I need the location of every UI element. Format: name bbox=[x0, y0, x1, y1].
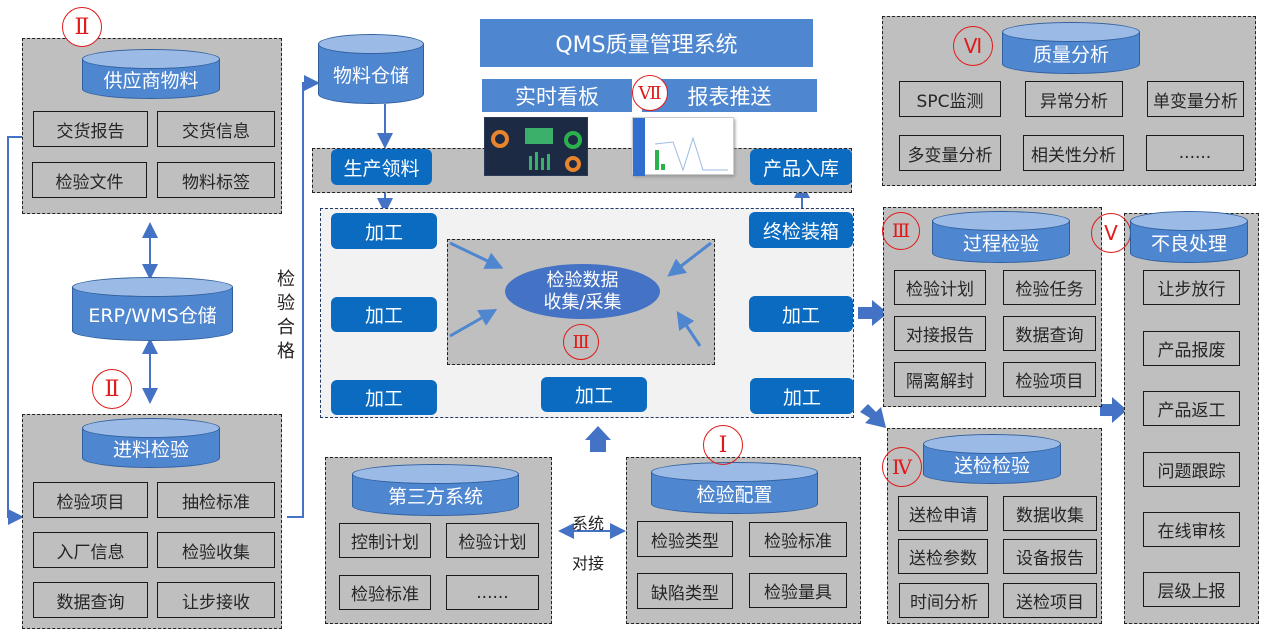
process-insp-item[interactable]: 对接报告 bbox=[894, 316, 986, 351]
badge-ii-supplier: Ⅱ bbox=[62, 7, 102, 47]
defect-label: 不良处理 bbox=[1150, 232, 1227, 255]
analysis-item[interactable]: 相关性分析 bbox=[1023, 135, 1124, 171]
report-thumbnail bbox=[632, 117, 734, 176]
warehouse-label: 物料仓储 bbox=[332, 64, 409, 87]
third-party-item[interactable]: 检验标准 bbox=[339, 575, 431, 610]
badge-iii-center: Ⅲ bbox=[563, 324, 599, 360]
badge-i: Ⅰ bbox=[703, 425, 743, 465]
incoming-item[interactable]: 让步接收 bbox=[157, 582, 275, 618]
realtime-board-tab[interactable]: 实时看板 bbox=[482, 79, 632, 112]
warehouse-db: 物料仓储 bbox=[318, 34, 424, 104]
process-insp-db: 过程检验 bbox=[932, 211, 1070, 263]
supplier-item[interactable]: 交货报告 bbox=[33, 111, 148, 147]
erp-db: ERP/WMS仓储 bbox=[72, 277, 233, 341]
send-insp-db: 送检检验 bbox=[923, 434, 1061, 484]
send-insp-item[interactable]: 送检参数 bbox=[898, 539, 988, 574]
third-party-label: 第三方系统 bbox=[387, 485, 483, 508]
analysis-item[interactable]: 多变量分析 bbox=[899, 135, 1001, 171]
badge-vii: Ⅶ bbox=[632, 75, 668, 111]
incoming-item[interactable]: 检验收集 bbox=[157, 532, 275, 568]
process-step-2: 加工 bbox=[331, 297, 437, 332]
process-insp-item[interactable]: 隔离解封 bbox=[894, 362, 986, 397]
config-label: 检验配置 bbox=[696, 483, 773, 506]
process-insp-item[interactable]: 检验项目 bbox=[1003, 362, 1096, 397]
third-party-item[interactable]: 检验计划 bbox=[446, 523, 539, 558]
incoming-item[interactable]: 数据查询 bbox=[33, 582, 148, 618]
badge-iv: Ⅳ bbox=[882, 447, 922, 487]
send-insp-item[interactable]: 设备报告 bbox=[1003, 539, 1097, 574]
analysis-item[interactable]: ...... bbox=[1146, 135, 1244, 171]
defect-item[interactable]: 产品返工 bbox=[1143, 391, 1240, 426]
product-storage: 产品入库 bbox=[750, 149, 852, 185]
process-step-1: 加工 bbox=[331, 213, 437, 249]
incoming-item[interactable]: 入厂信息 bbox=[33, 532, 148, 568]
config-item[interactable]: 缺陷类型 bbox=[637, 573, 733, 609]
third-party-db: 第三方系统 bbox=[352, 464, 519, 516]
realtime-dashboard-thumbnail bbox=[484, 117, 588, 176]
supplier-item[interactable]: 物料标签 bbox=[157, 162, 275, 198]
analysis-item[interactable]: SPC监测 bbox=[899, 81, 1001, 117]
config-item[interactable]: 检验类型 bbox=[637, 521, 733, 557]
to-process-insp-arrow bbox=[858, 300, 888, 326]
badge-vi: Ⅵ bbox=[953, 26, 993, 66]
supplier-db: 供应商物料 bbox=[82, 49, 220, 99]
integration-label-bottom: 对接 bbox=[572, 554, 605, 573]
incoming-db: 进料检验 bbox=[82, 418, 220, 468]
process-step-6: 加工 bbox=[749, 296, 853, 332]
send-insp-item[interactable]: 时间分析 bbox=[899, 583, 989, 618]
incoming-to-warehouse-line bbox=[287, 75, 320, 518]
supplier-label: 供应商物料 bbox=[103, 69, 199, 92]
incoming-label: 进料检验 bbox=[112, 438, 189, 461]
system-title: QMS质量管理系统 bbox=[480, 19, 813, 67]
incoming-item[interactable]: 抽检标准 bbox=[157, 482, 275, 518]
supplier-to-incoming-line bbox=[7, 136, 24, 525]
config-item[interactable]: 检验标准 bbox=[749, 522, 847, 557]
defect-db: 不良处理 bbox=[1130, 211, 1248, 263]
defect-item[interactable]: 让步放行 bbox=[1143, 270, 1240, 305]
collect-line-2: 收集/采集 bbox=[543, 291, 622, 313]
process-insp-label: 过程检验 bbox=[962, 232, 1039, 255]
send-insp-item[interactable]: 数据收集 bbox=[1003, 496, 1097, 531]
inspection-data-collection: 检验数据 收集/采集 bbox=[505, 264, 660, 319]
report-preview-icon bbox=[633, 118, 728, 176]
report-push-tab[interactable]: 报表推送 bbox=[642, 79, 817, 112]
analysis-item[interactable]: 单变量分析 bbox=[1147, 81, 1244, 117]
send-insp-item[interactable]: 送检项目 bbox=[1003, 583, 1097, 618]
supplier-item[interactable]: 检验文件 bbox=[32, 162, 147, 198]
defect-item[interactable]: 问题跟踪 bbox=[1143, 452, 1240, 487]
process-insp-item[interactable]: 检验计划 bbox=[894, 270, 986, 305]
config-db: 检验配置 bbox=[651, 462, 818, 514]
defect-item[interactable]: 产品报废 bbox=[1143, 331, 1240, 366]
badge-v: Ⅴ bbox=[1091, 213, 1131, 253]
analysis-label: 质量分析 bbox=[1032, 43, 1109, 66]
process-insp-item[interactable]: 检验任务 bbox=[1003, 270, 1096, 305]
process-step-3: 加工 bbox=[331, 380, 437, 415]
final-inspection-packing: 终检装箱 bbox=[749, 212, 853, 248]
defect-item[interactable]: 在线审核 bbox=[1143, 512, 1240, 547]
defect-item[interactable]: 层级上报 bbox=[1143, 572, 1240, 607]
collect-line-1: 检验数据 bbox=[546, 269, 619, 291]
send-insp-label: 送检检验 bbox=[953, 454, 1030, 477]
analysis-item[interactable]: 异常分析 bbox=[1025, 81, 1123, 117]
badge-ii-erp: Ⅱ bbox=[92, 369, 132, 409]
send-insp-item[interactable]: 送检申请 bbox=[898, 496, 988, 531]
to-defect-arrow bbox=[1100, 397, 1127, 423]
inspection-passed-label: 检验合格 bbox=[277, 269, 295, 362]
config-to-production-arrow bbox=[585, 426, 611, 452]
erp-label: ERP/WMS仓储 bbox=[88, 304, 217, 327]
integration-label-top: 系统 bbox=[572, 514, 605, 533]
analysis-db: 质量分析 bbox=[1002, 22, 1140, 74]
incoming-item[interactable]: 检验项目 bbox=[33, 482, 148, 518]
pick-materials: 生产领料 bbox=[331, 149, 432, 185]
third-party-item[interactable]: 控制计划 bbox=[339, 523, 431, 558]
badge-iii: Ⅲ bbox=[882, 212, 920, 250]
supplier-item[interactable]: 交货信息 bbox=[157, 111, 275, 147]
config-item[interactable]: 检验量具 bbox=[749, 573, 847, 608]
third-party-item[interactable]: ...... bbox=[446, 575, 539, 610]
process-insp-item[interactable]: 数据查询 bbox=[1003, 316, 1096, 351]
process-step-5: 加工 bbox=[750, 378, 854, 414]
process-step-4: 加工 bbox=[541, 377, 647, 412]
dashboard-preview-icon bbox=[491, 128, 582, 172]
to-send-insp-arrow bbox=[860, 404, 886, 428]
